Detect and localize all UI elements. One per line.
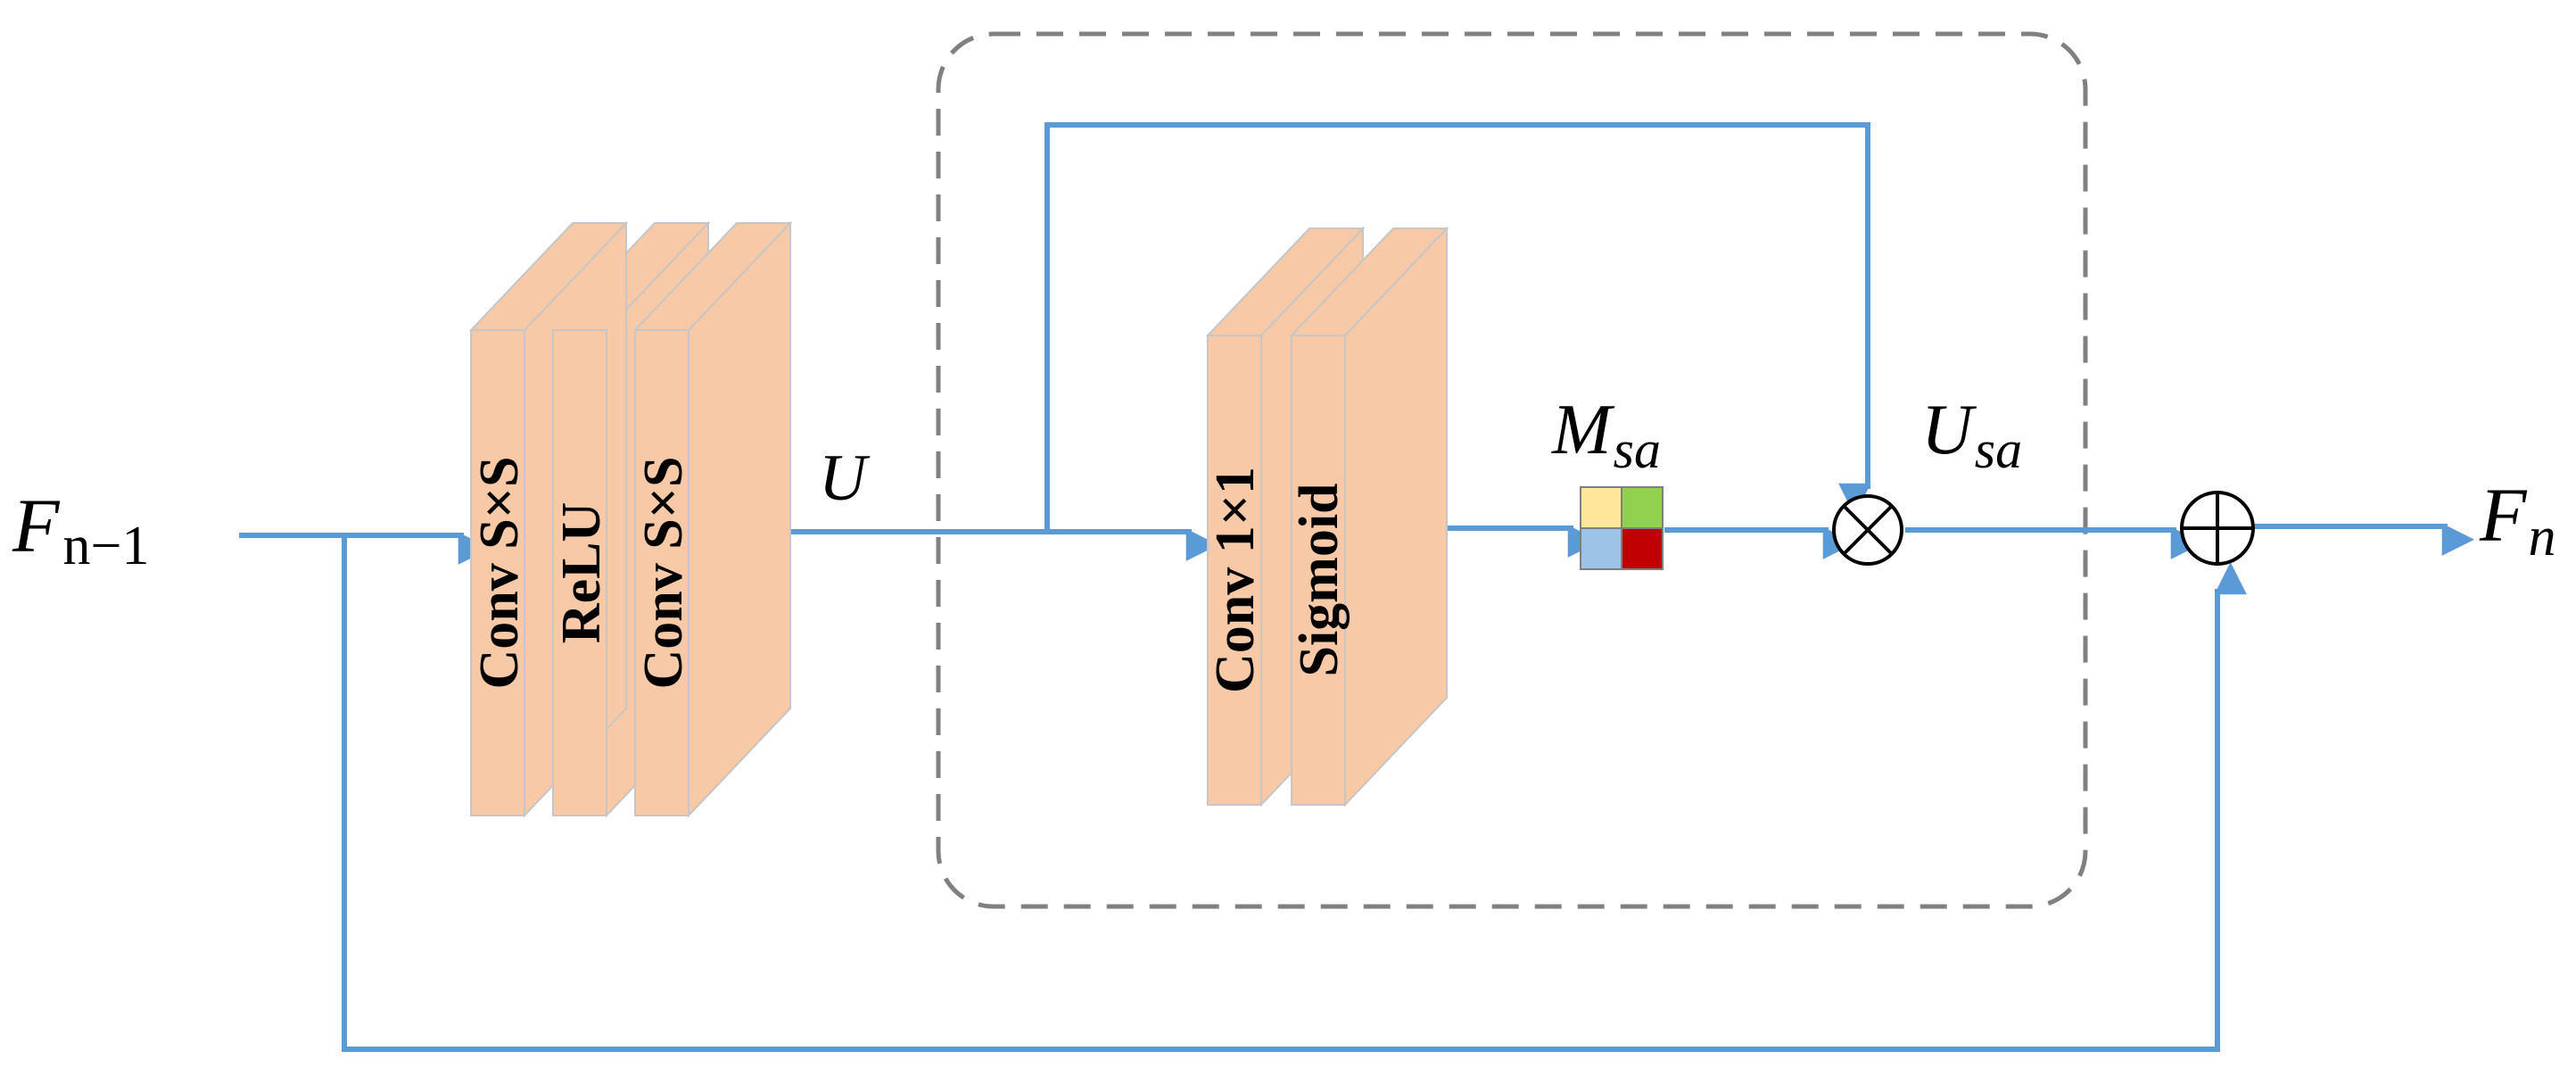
attention-map-cell-3	[1580, 527, 1622, 570]
block1-layer1-front	[470, 329, 525, 816]
block2-layer1-front	[1207, 335, 1262, 806]
connections	[239, 122, 2475, 1052]
arrow-u-branch-to-multiply	[1044, 122, 1871, 532]
block1-layer3-top-face	[632, 222, 793, 331]
block2-layer2-front	[1291, 335, 1346, 806]
attention-map-cell-1	[1580, 486, 1622, 529]
attention-map-cell-2	[1621, 486, 1664, 529]
weighted-u-label: Usa	[1921, 391, 2022, 479]
add-operator	[2180, 491, 2255, 566]
attention-map-cell-4	[1621, 527, 1664, 570]
block2-conv-sigmoid: Conv 1×1 Sigmoid	[1205, 226, 1449, 807]
block1-layer2-label: ReLU	[551, 502, 612, 643]
residual-skip-path	[342, 535, 2247, 1052]
block1-conv-relu-conv: Conv S×S ReLU Conv S×S	[468, 220, 793, 818]
block1-layer3-label: Conv S×S	[633, 456, 694, 689]
block2-layer2-label: Sigmoid	[1289, 483, 1350, 676]
output-feature-label: Fn	[2479, 472, 2556, 567]
multiply-operator	[1832, 494, 1903, 566]
block2-layer1-label: Conv 1×1	[1205, 467, 1266, 693]
attention-map-grid	[1580, 486, 1664, 570]
block1-layer2-face	[552, 329, 607, 816]
attention-map-label: Msa	[1551, 391, 1661, 479]
multiply-cross-2	[1842, 504, 1894, 556]
u-label: U	[819, 442, 871, 515]
input-feature-label: Fn−1	[12, 483, 150, 576]
block1-layer1-label: Conv S×S	[469, 456, 530, 689]
block1-layer3-face	[634, 329, 689, 816]
attention-module-border	[936, 31, 2088, 909]
